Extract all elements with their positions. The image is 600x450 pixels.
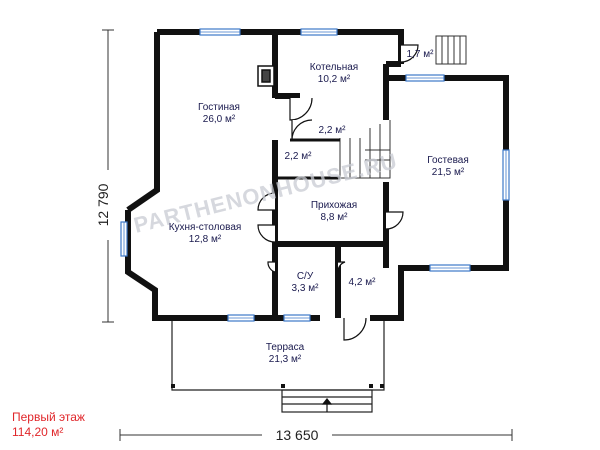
chimney <box>257 65 275 87</box>
room-area-guest: 21,5 м² <box>432 167 465 178</box>
room-area-porch: 1,7 м² <box>407 49 435 60</box>
room-name-bathroom: С/У <box>297 271 314 282</box>
room-name-guest: Гостевая <box>427 155 469 166</box>
room-area-boiler: 10,2 м² <box>318 74 351 85</box>
terrace-posts <box>171 384 384 388</box>
dimension-height-label: 12 790 <box>95 183 111 226</box>
interior-stairs <box>339 120 391 179</box>
room-area-hall-upper: 2,2 м² <box>319 125 347 136</box>
room-name-boiler: Котельная <box>310 62 358 73</box>
room-name-living: Гостиная <box>198 102 240 113</box>
dimension-height <box>102 29 114 323</box>
entry-arrow-icon <box>321 398 333 412</box>
room-area-kitchen: 12,8 м² <box>189 234 222 245</box>
room-name-kitchen: Кухня-столовая <box>169 222 242 233</box>
room-labels: Котельная 10,2 м² Гостиная 26,0 м² Госте… <box>169 49 469 365</box>
floor-caption: Первый этаж 114,20 м² <box>12 410 85 440</box>
room-name-entry: Прихожая <box>311 200 357 211</box>
room-name-terrace: Терраса <box>266 342 305 353</box>
partitions <box>278 138 340 180</box>
room-area-hall-lower: 2,2 м² <box>285 151 313 162</box>
external-stairs <box>435 35 467 65</box>
floor-title: Первый этаж <box>12 410 85 424</box>
dimension-width <box>119 429 513 441</box>
room-area-bathroom: 3,3 м² <box>292 283 320 294</box>
floor-area: 114,20 м² <box>12 425 64 439</box>
doors <box>257 44 419 341</box>
room-area-living: 26,0 м² <box>203 114 236 125</box>
window-centerlines <box>123 31 507 319</box>
dimension-width-label: 13 650 <box>276 427 319 443</box>
room-area-entry: 8,8 м² <box>321 212 349 223</box>
room-area-storage: 4,2 м² <box>349 277 377 288</box>
room-area-terrace: 21,3 м² <box>269 354 302 365</box>
